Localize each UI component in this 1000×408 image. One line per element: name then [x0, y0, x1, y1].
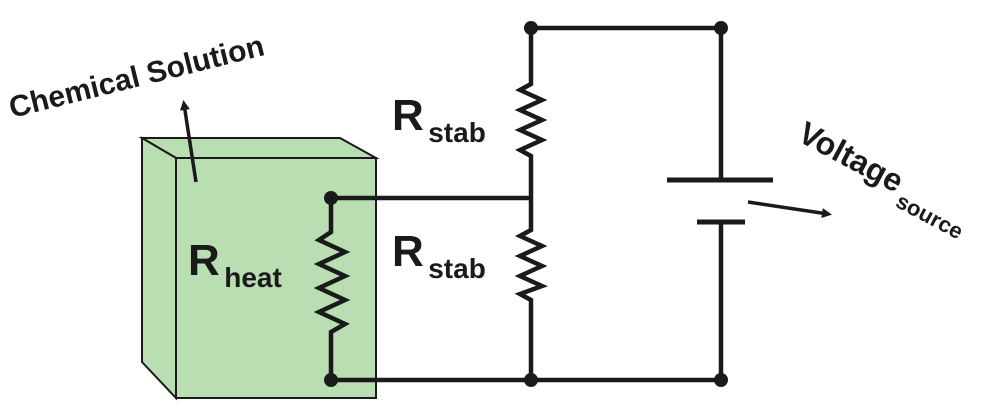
solution-pointer-arrow-icon [179, 100, 198, 183]
junction-dot-icon [324, 373, 338, 387]
r-heat-resistor-icon [313, 222, 351, 344]
r-stab-bottom-resistor-icon [514, 222, 548, 306]
voltage-source-label-sub: source [892, 188, 967, 244]
container-side-face [141, 136, 177, 401]
voltage-source-label-main: Voltage [793, 114, 910, 199]
chemical-solution-label: Chemical Solution [6, 29, 268, 124]
r-stab-top-resistor-icon [514, 72, 548, 166]
voltage-pointer-arrow-icon [747, 200, 832, 219]
r-stab-top-label-main: R [392, 91, 424, 140]
junction-dot-icon [524, 21, 538, 35]
junction-dot-icon [714, 373, 728, 387]
junction-dot-icon [714, 21, 728, 35]
r-heat-label-main: R [188, 236, 220, 285]
r-stab-top-label: R stab [392, 91, 486, 148]
junction-dot-icon [524, 373, 538, 387]
battery-icon [667, 177, 773, 225]
voltage-source-label: Voltage source [788, 114, 977, 244]
junction-dots [324, 21, 728, 387]
r-stab-top-label-sub: stab [428, 117, 486, 148]
junction-dot-icon [324, 191, 338, 205]
circuit-wires [328, 25, 724, 383]
r-stab-bottom-label-main: R [392, 227, 424, 276]
r-heat-label: R heat [188, 236, 282, 293]
r-heat-label-sub: heat [224, 262, 282, 293]
r-stab-bottom-label-sub: stab [428, 253, 486, 284]
container-top-face [138, 137, 380, 159]
r-stab-bottom-label: R stab [392, 227, 486, 284]
